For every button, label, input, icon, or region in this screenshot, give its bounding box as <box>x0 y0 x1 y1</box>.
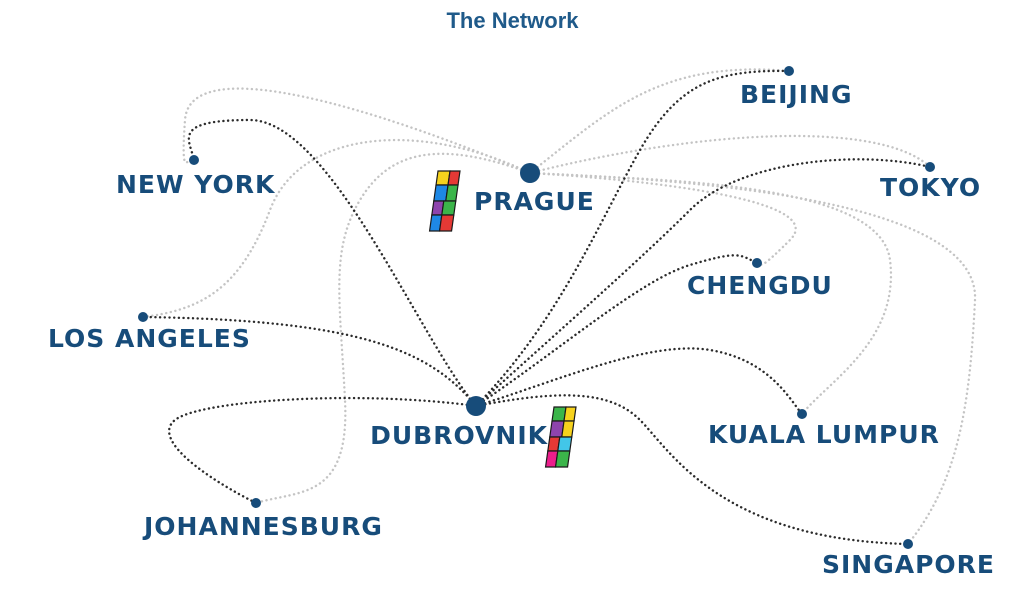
prague-logo-tile <box>438 214 455 232</box>
links-layer <box>141 68 977 546</box>
node-singapore[interactable] <box>903 539 913 549</box>
label-johannesburg: JOHANNESBURG <box>142 512 383 541</box>
link-dubrovnik-singapore <box>474 394 910 546</box>
dubrovnik-logo-tile <box>554 450 571 468</box>
label-tokyo: TOKYO <box>880 173 981 202</box>
dubrovnik-logo-tile <box>561 420 575 438</box>
prague-logo-tile <box>447 170 461 186</box>
link-dubrovnik-johannesburg <box>167 396 478 505</box>
link-dubrovnik-kuala-lumpur <box>474 347 804 416</box>
link-dubrovnik-beijing <box>474 69 791 408</box>
labels-layer: PRAGUE DUBROVNIK NEW YORK LOS ANGELES JOHANN… <box>48 80 995 579</box>
prague-logo-tile <box>441 200 457 216</box>
link-prague-tokyo <box>528 134 932 175</box>
label-beijing: BEIJING <box>740 80 852 109</box>
label-new-york: NEW YORK <box>116 170 276 199</box>
link-prague-singapore <box>528 171 977 546</box>
node-new-york[interactable] <box>189 155 199 165</box>
diagram-title: The Network <box>446 8 579 33</box>
node-kuala-lumpur[interactable] <box>797 409 807 419</box>
nodes-layer <box>138 66 935 549</box>
dubrovnik-logo-tile <box>557 436 573 452</box>
dubrovnik-tile-logo <box>544 406 577 468</box>
link-prague-beijing <box>528 68 791 175</box>
logos-layer <box>428 170 577 468</box>
link-dubrovnik-tokyo <box>474 158 932 408</box>
prague-logo-tile <box>445 184 459 202</box>
link-dubrovnik-new-york <box>187 118 478 408</box>
node-los-angeles[interactable] <box>138 312 148 322</box>
dubrovnik-logo-tile <box>563 406 577 422</box>
link-prague-los-angeles <box>141 138 532 319</box>
link-prague-new-york <box>182 87 532 175</box>
label-kuala-lumpur: KUALA LUMPUR <box>708 420 940 449</box>
label-prague: PRAGUE <box>474 187 595 216</box>
node-beijing[interactable] <box>784 66 794 76</box>
label-singapore: SINGAPORE <box>822 550 995 579</box>
label-chengdu: CHENGDU <box>687 271 833 300</box>
link-dubrovnik-los-angeles <box>141 315 478 408</box>
label-los-angeles: LOS ANGELES <box>48 324 251 353</box>
link-dubrovnik-chengdu <box>474 254 759 408</box>
prague-tile-logo <box>428 170 461 232</box>
node-tokyo[interactable] <box>925 162 935 172</box>
link-prague-johannesburg <box>254 152 532 505</box>
node-johannesburg[interactable] <box>251 498 261 508</box>
node-dubrovnik[interactable] <box>466 396 486 416</box>
node-chengdu[interactable] <box>752 258 762 268</box>
label-dubrovnik: DUBROVNIK <box>370 421 549 450</box>
link-prague-kuala-lumpur <box>528 171 893 416</box>
node-prague[interactable] <box>520 163 540 183</box>
